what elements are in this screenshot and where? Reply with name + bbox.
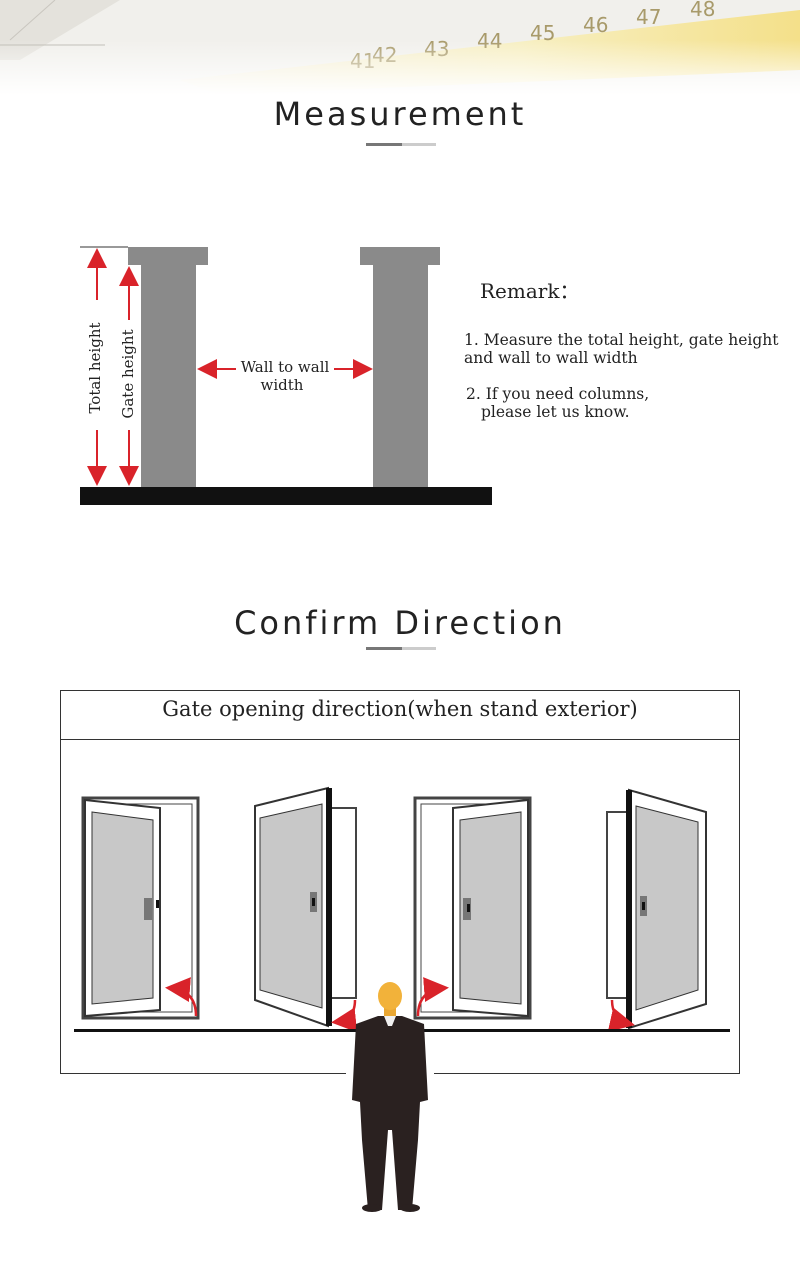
ruler-number: 47 [636, 5, 661, 29]
gate-height-label: Gate height [119, 329, 137, 418]
remark-title: Remark： [480, 279, 580, 303]
door-option-1 [81, 796, 200, 1020]
ruler-number: 46 [583, 13, 608, 37]
gate-direction-header: Gate opening direction(when stand exteri… [61, 691, 739, 740]
ruler-banner-graphic: 41 42 43 44 45 46 47 48 [0, 0, 800, 95]
wall-width-label-line2: width [261, 376, 304, 394]
total-height-label: Total height [86, 322, 104, 413]
measurement-title: Measurement [273, 95, 527, 133]
gate-direction-diagram [74, 786, 730, 1212]
left-pillar [128, 247, 208, 487]
direction-title: Confirm Direction [234, 604, 566, 642]
remark-1-line1: 1. Measure the total height, gate height [464, 331, 779, 349]
wall-width-label-line1: Wall to wall [241, 358, 330, 376]
title-underline [366, 143, 436, 146]
door-option-3 [413, 796, 532, 1020]
opening-arrow [331, 999, 358, 1033]
remark-2-line1: 2. If you need columns, [466, 385, 650, 403]
ruler-number: 48 [690, 0, 715, 21]
right-pillar [360, 247, 440, 487]
title-underline [366, 647, 436, 650]
ground-bar [80, 487, 492, 505]
header-banner: 41 42 43 44 45 46 47 48 [0, 0, 800, 95]
door-option-2 [254, 786, 358, 1033]
standing-person-figure [346, 982, 434, 1212]
opening-arrow [165, 977, 198, 1017]
opening-arrow [607, 999, 635, 1032]
door-option-4 [606, 788, 707, 1032]
remark-2-line2: please let us know. [481, 403, 630, 421]
opening-arrow [416, 977, 449, 1017]
gate-direction-title: Gate opening direction(when stand exteri… [162, 697, 638, 721]
remark-1-line2: and wall to wall width [464, 349, 638, 367]
measurement-diagram: Total height Gate height Wall to wall wi… [80, 246, 492, 505]
